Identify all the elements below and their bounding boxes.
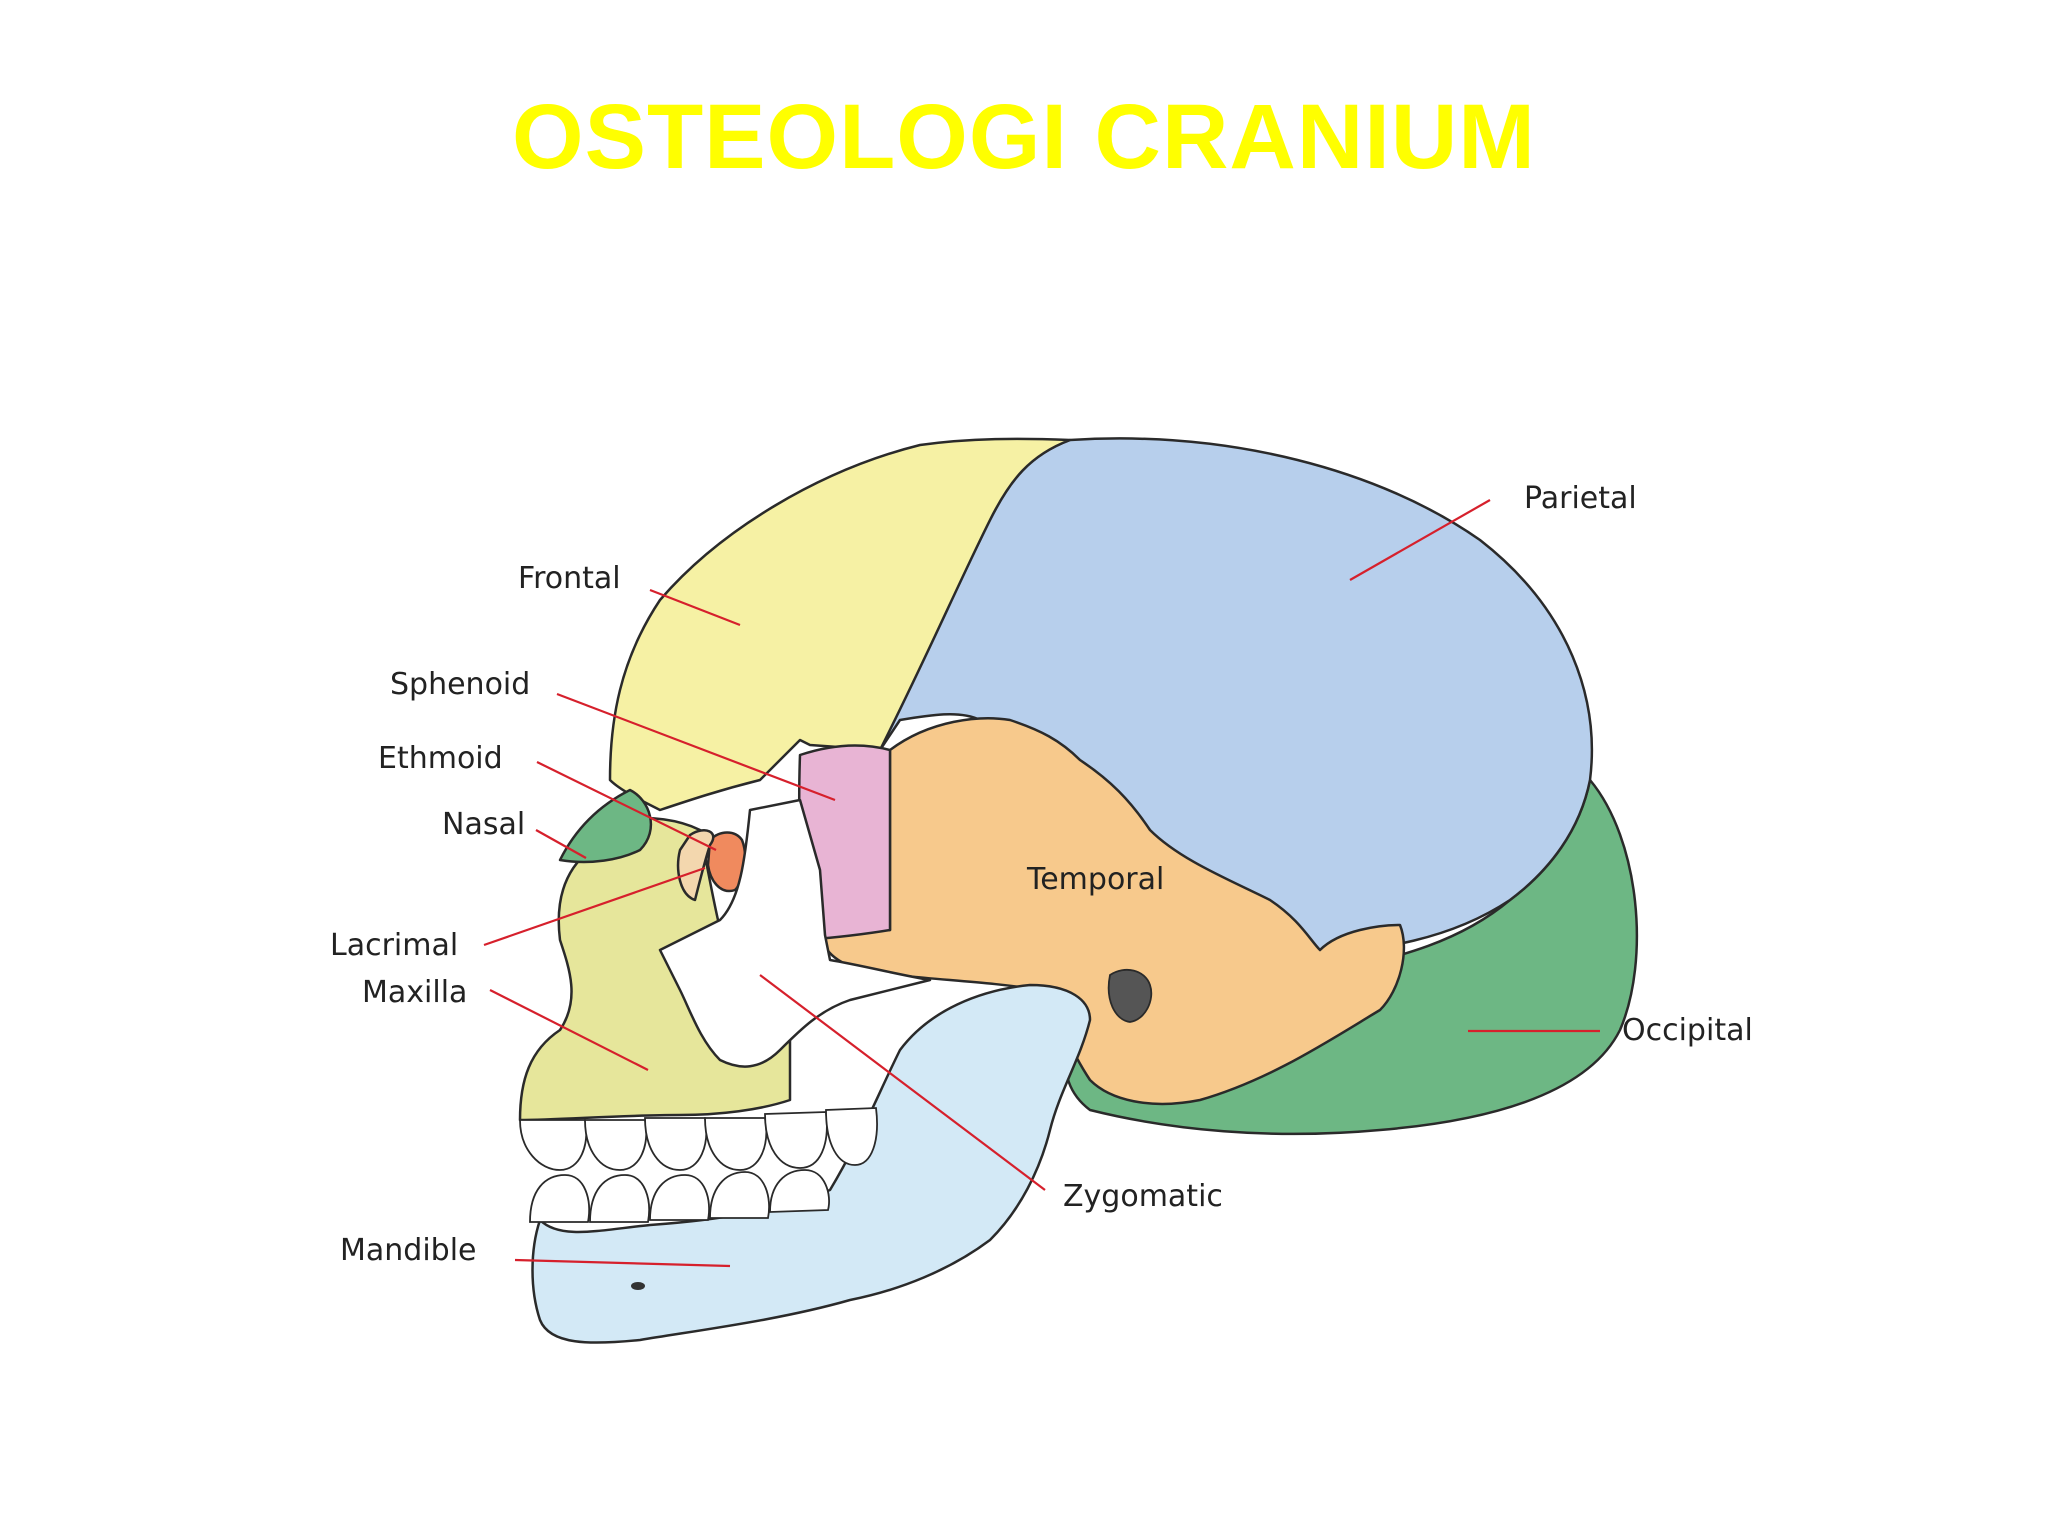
label-nasal: Nasal: [442, 807, 525, 842]
lacrimal-bone: [676, 829, 715, 902]
temporal-bone: [808, 717, 1406, 1106]
label-maxilla: Maxilla: [362, 975, 467, 1010]
label-parietal: Parietal: [1524, 481, 1637, 516]
label-mandible: Mandible: [340, 1233, 477, 1268]
label-occipital: Occipital: [1622, 1013, 1753, 1048]
upper-teeth: [519, 1107, 878, 1171]
label-sphenoid: Sphenoid: [390, 667, 530, 702]
frontal-bone: [608, 437, 1072, 812]
lower-teeth: [529, 1169, 830, 1223]
leader-lines: [483, 499, 1600, 1268]
label-frontal: Frontal: [518, 561, 621, 596]
page-title: OSTEOLOGI CRANIUM: [512, 86, 1536, 188]
external-acoustic-meatus: [1107, 968, 1153, 1023]
label-zygomatic: Zygomatic: [1063, 1179, 1223, 1214]
mental-foramen: [631, 1282, 645, 1290]
label-lacrimal: Lacrimal: [330, 928, 458, 963]
label-ethmoid: Ethmoid: [378, 741, 503, 776]
zygomatic-bone: [658, 798, 932, 1068]
label-temporal: Temporal: [1026, 862, 1164, 897]
